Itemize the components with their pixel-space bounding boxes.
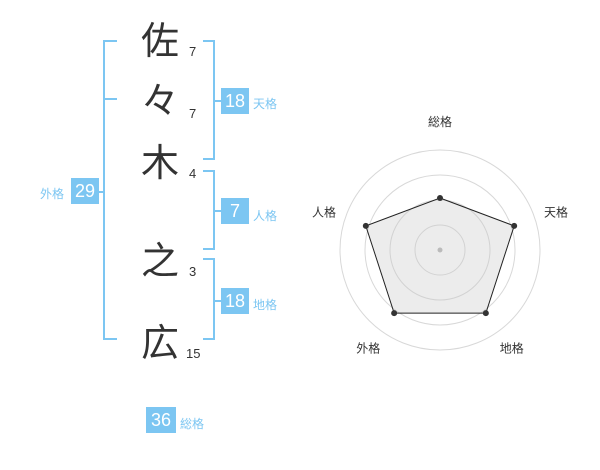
gaikaku-bracket-tick (103, 98, 117, 100)
chikaku-bracket-connector (213, 300, 222, 302)
radar-point-4 (391, 310, 398, 317)
gaikaku-value: 29 (71, 178, 99, 204)
gaikaku-label: 外格 (40, 187, 65, 201)
radar-axis-label-2: 天格 (544, 204, 568, 219)
stroke-count-4: 3 (189, 264, 197, 279)
radar-point-1 (437, 195, 443, 201)
gaikaku-bracket (103, 40, 117, 340)
gaikaku-bracket-connector (97, 191, 105, 193)
radar-point-2 (511, 222, 518, 229)
tenkaku-value: 18 (221, 88, 249, 114)
jinkaku-label: 人格 (253, 209, 278, 223)
name-char-1: 佐 (140, 19, 179, 63)
radar-grid-ring (364, 174, 516, 326)
stroke-count-5: 15 (186, 346, 201, 361)
radar-series-area (365, 197, 515, 314)
chikaku-bracket (203, 258, 215, 340)
radar-axis-label-3: 地格 (500, 341, 524, 356)
radar-center-dot (437, 247, 443, 253)
stroke-count-1: 7 (189, 44, 197, 59)
stroke-count-2: 7 (189, 106, 197, 121)
name-char-4: 之 (140, 239, 179, 283)
soukaku-value: 36 (146, 407, 176, 433)
soukaku-label: 総格 (180, 417, 205, 431)
tenkaku-label: 天格 (253, 97, 278, 111)
radar-axis-label-4: 外格 (356, 341, 380, 356)
name-char-3: 木 (140, 141, 179, 185)
chikaku-label: 地格 (253, 298, 278, 312)
stroke-count-3: 4 (189, 166, 197, 181)
chikaku-value: 18 (221, 288, 249, 314)
radar-point-5 (362, 222, 369, 229)
radar-axis-label-5: 人格 (312, 204, 336, 219)
tenkaku-bracket-connector (213, 100, 222, 102)
name-char-5: 広 (140, 321, 179, 365)
jinkaku-value: 7 (221, 198, 249, 224)
radar-grid-ring (339, 149, 541, 351)
radar-grid-ring (414, 224, 466, 276)
name-char-2: 々 (140, 79, 179, 123)
jinkaku-bracket-connector (213, 210, 222, 212)
radar-point-3 (482, 310, 489, 317)
radar-axis-label-1: 総格 (428, 114, 452, 129)
